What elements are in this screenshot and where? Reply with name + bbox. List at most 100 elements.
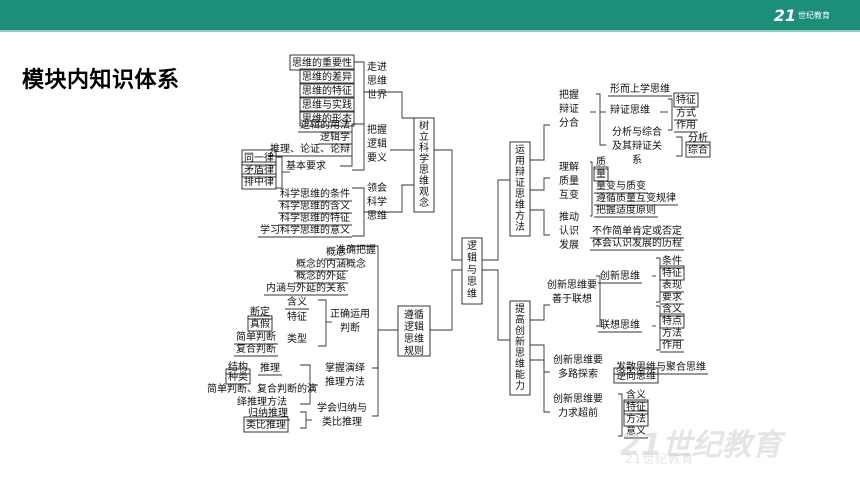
- leaf-s1-3: 思维与实践: [302, 98, 352, 111]
- leaf-reason-1-box: [225, 368, 251, 385]
- link-b3-s2: [530, 177, 550, 191]
- leaf-s2-0: 逻辑的用法: [300, 118, 350, 131]
- bracket-induction: [300, 411, 307, 429]
- sub-concepts: 准确把握概念: [336, 243, 376, 270]
- leaf-at-1: 特点: [662, 315, 682, 327]
- leaf-ct-3: 要求: [662, 291, 682, 303]
- sub-reasoning: 推理: [260, 361, 280, 374]
- sub-analysis-synthesis: 分析与综合及其辩证关系: [612, 125, 662, 166]
- bracket-judgment: [318, 299, 327, 347]
- leaf-s3-3: 学习科学思维的意义: [260, 223, 350, 236]
- leaf-induction-1: 类比推理: [246, 418, 286, 431]
- bracket-s2: [352, 124, 365, 171]
- sub-cognition: 推动认识发展: [559, 210, 579, 251]
- link-s3: [364, 184, 414, 213]
- page-title: 模块内知识体系: [22, 68, 180, 93]
- leaf-deduction-method: 简单判断、复合判断的演绎推理方法: [207, 382, 317, 408]
- leaf-ct-2: 表现: [662, 278, 682, 291]
- leaf-concept-0: 概念: [326, 245, 346, 258]
- leaf-type-1: 复合判断: [236, 342, 276, 355]
- leaf-s1-4: 思维的形态: [302, 112, 352, 125]
- leaf-at-1-box: [659, 313, 685, 329]
- leaf-basic-1-box: [241, 161, 277, 178]
- link-b2-root: [430, 269, 462, 331]
- leaf-basic-2-box: [241, 173, 277, 190]
- leaf-ah-0: 含义: [626, 388, 646, 401]
- link-b1-root: [434, 149, 462, 261]
- link-s1: [364, 91, 414, 119]
- leaf-cog-1: 体会认识发展的历程: [592, 236, 682, 249]
- header-bar: [0, 0, 860, 30]
- link-b3-s3: [530, 209, 550, 236]
- leaf-qq-2: 量变与质变: [596, 179, 646, 192]
- bracket-s1c: [596, 275, 601, 327]
- leaf-s1-1: 思维的差异: [302, 70, 352, 83]
- branch-dialectical-box: [509, 141, 531, 237]
- sub-enter-thinking-world: 走进思维世界: [367, 61, 387, 101]
- header-bar-edge: [0, 30, 860, 32]
- watermark: 21世纪教育: [620, 428, 782, 463]
- leaf-s1-4-box: [299, 110, 355, 127]
- leaf-s2-2: 推理、论证、论辩: [270, 142, 350, 155]
- sub-understand-science: 领会科学思维: [367, 181, 387, 222]
- mind-map-nodes: 逻辑与思维树立科学思维观念思维的重要性思维的差异思维的特征思维与实践思维的形态走…: [207, 54, 711, 437]
- leaf-s2-1: 逻辑学: [320, 130, 350, 143]
- branch-dialectical: 运用辩证思维方法: [515, 144, 525, 233]
- leaf-induction-1-box: [243, 416, 289, 433]
- leaf-mp-0: 发散思维与聚合思维: [616, 360, 706, 373]
- link-b3-root: [482, 179, 510, 261]
- leaf-judgment-meaning: 含义: [287, 295, 307, 308]
- sub-ahead: 创新思维要力求超前: [553, 392, 603, 419]
- sub-multipath: 创新思维要多路探索: [553, 353, 603, 380]
- bracket-ah: [618, 393, 623, 437]
- bracket-s3: [352, 187, 365, 237]
- bracket-basic: [276, 156, 283, 189]
- branch-scientific-thinking: 树立科学思维观念: [419, 119, 429, 209]
- leaf-ah-1-box: [623, 399, 649, 415]
- leaf-concept-2: 概念的外延: [296, 269, 346, 282]
- leaf-s1-0-box: [289, 54, 355, 71]
- link-b4-s2: [530, 344, 550, 373]
- leaf-ah-2-box: [623, 410, 649, 427]
- leaf-at-0: 含义: [662, 302, 682, 315]
- sub-induction: 学会归纳与类比推理: [317, 401, 367, 428]
- sub-assoc-thinking: 联想思维: [600, 318, 640, 331]
- leaf-basic-0: 同一律: [244, 151, 274, 164]
- link-b2-s3: [372, 330, 379, 369]
- leaf-s3-1: 科学思维的含义: [280, 199, 350, 212]
- leaf-dt-1: 方式: [676, 106, 696, 119]
- brand-logo: 21 世纪教育: [774, 3, 830, 27]
- sub-association: 创新思维要善于联想: [547, 278, 597, 305]
- sub-quality-quantity: 理解质量互变: [559, 160, 579, 201]
- leaf-mp-1: 逆向思维: [616, 369, 656, 382]
- sub-logic-essentials: 把握逻辑要义: [367, 123, 387, 164]
- bracket-s2b: [590, 161, 593, 217]
- sub-basic-requirements: 基本要求: [286, 159, 326, 172]
- branch-scientific-thinking-box: [413, 117, 435, 213]
- leaf-qq-0: 质: [596, 156, 606, 168]
- leaf-mp-1-box: [613, 367, 659, 384]
- sub-dialectical-thinking: 辩证思维: [610, 103, 650, 116]
- branch-innovative-box: [509, 300, 531, 396]
- bracket-as: [676, 136, 683, 157]
- sub-judgment-features: 特征: [287, 311, 307, 323]
- leaf-dt-0: 特征: [676, 94, 696, 106]
- leaf-at-2: 方法: [662, 326, 682, 339]
- leaf-reason-0: 结构: [228, 360, 248, 373]
- leaf-s1-2: 思维的特征: [302, 84, 352, 97]
- bracket-dt: [668, 98, 673, 131]
- leaf-ct-1-box: [659, 265, 685, 281]
- leaf-at-3: 作用: [662, 339, 682, 351]
- leaf-reason-1: 种类: [228, 370, 248, 383]
- leaf-dt-2: 作用: [676, 119, 696, 131]
- leaf-ct-1: 特征: [662, 267, 682, 279]
- leaf-judge-1: 真假: [250, 317, 270, 330]
- leaf-basic-2: 排中律: [244, 175, 274, 188]
- leaf-s1-1-box: [299, 68, 355, 85]
- leaf-type-0: 简单判断: [236, 330, 276, 343]
- leaf-basic-1: 矛盾律: [244, 163, 274, 176]
- leaf-qq-1-box: [593, 166, 609, 182]
- leaf-as-0: 分析: [688, 131, 708, 144]
- connector-lines: [226, 61, 710, 439]
